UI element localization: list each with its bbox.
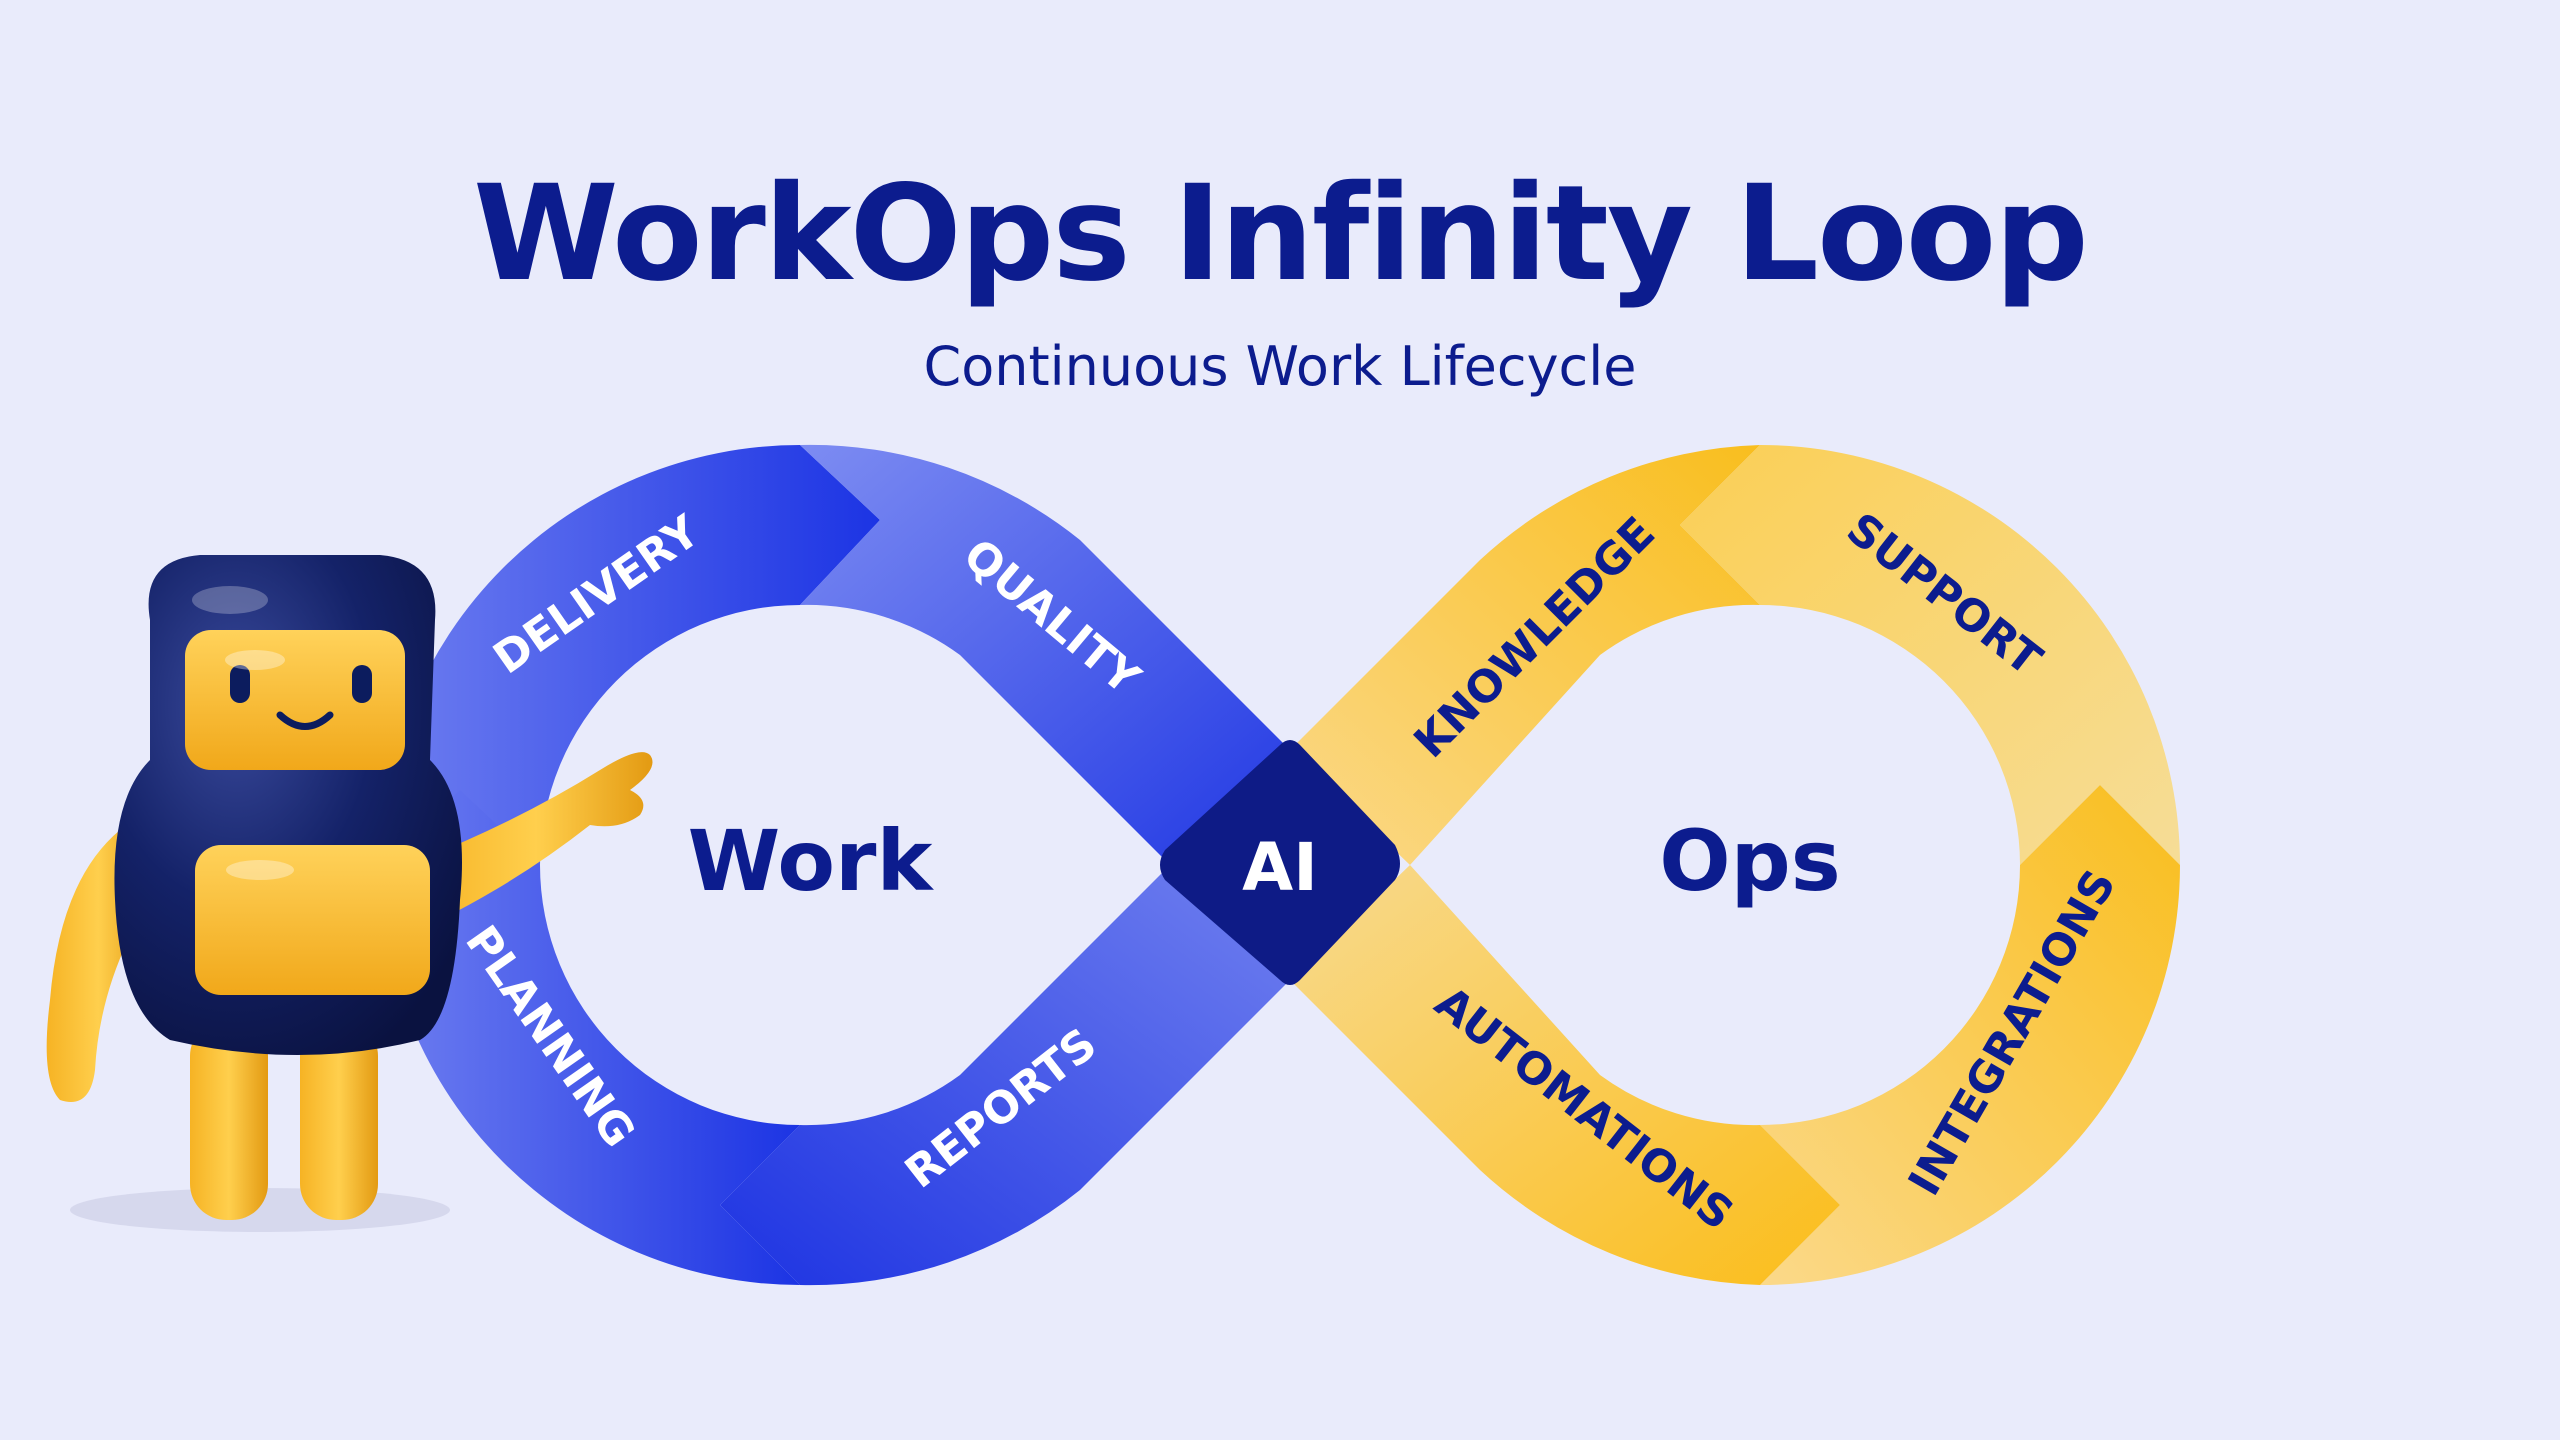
segment-automations: [1290, 865, 1840, 1285]
work-loop: [380, 444, 1290, 1286]
segment-reports: [720, 865, 1290, 1286]
segment-planning: [380, 790, 800, 1285]
page-title: WorkOps Infinity Loop: [473, 157, 2089, 311]
ops-label: Ops: [1659, 812, 1841, 910]
robot-mascot-icon: [46, 555, 653, 1232]
segment-knowledge: [1290, 445, 1760, 865]
segment-quality: [800, 444, 1290, 865]
ops-loop: [1290, 445, 2180, 1285]
segment-delivery: [380, 445, 880, 865]
page-subtitle: Continuous Work Lifecycle: [923, 335, 1637, 398]
work-label: Work: [688, 812, 935, 910]
ai-label: AI: [1242, 829, 1318, 906]
segment-support: [1680, 445, 2180, 865]
ai-center-node: AI: [1160, 740, 1400, 985]
ai-diamond-shape: [1160, 740, 1400, 985]
segment-integrations: [1760, 785, 2180, 1285]
